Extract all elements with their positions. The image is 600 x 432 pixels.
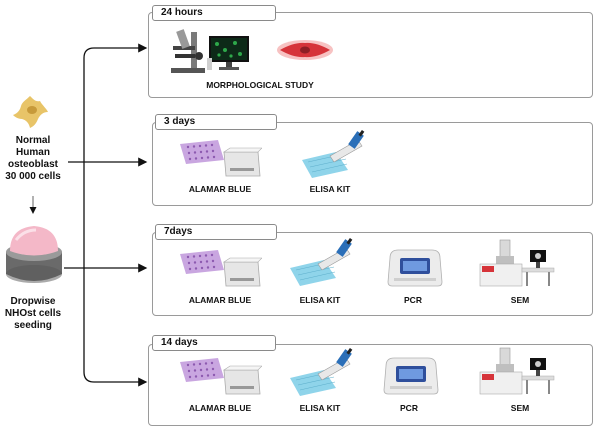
cell-label-line: osteoblast <box>7 159 58 170</box>
pipette-plate-icon <box>290 238 353 286</box>
microscope-icon <box>171 29 205 73</box>
item-label: SEM <box>510 295 530 305</box>
pcr-machine-icon <box>383 357 439 395</box>
seeding-label-line: NHOst cells <box>4 308 62 319</box>
osteoblast-cell-icon <box>13 96 48 128</box>
item-label: PCR <box>404 295 422 305</box>
cell-icon <box>277 40 333 60</box>
monitor-icon <box>207 36 249 70</box>
plate-reader-icon <box>180 140 262 177</box>
time-tag: 24 hours <box>152 5 276 21</box>
item-label: ELISA KIT <box>299 403 341 413</box>
item-label: ALAMAR BLUE <box>188 184 252 194</box>
pipette-plate-icon <box>302 130 365 178</box>
item-label: ELISA KIT <box>309 184 351 194</box>
time-tag: 7days <box>155 224 277 240</box>
item-label: PCR <box>400 403 418 413</box>
plate-reader-icon <box>180 358 262 395</box>
item-label: MORPHOLOGICAL STUDY <box>206 80 314 90</box>
item-label: SEM <box>510 403 530 413</box>
cell-label-line: Human <box>16 147 50 158</box>
pcr-machine-icon <box>387 249 443 287</box>
sem-microscope-icon <box>479 347 555 395</box>
item-label: ALAMAR BLUE <box>188 403 252 413</box>
item-label: ALAMAR BLUE <box>188 295 252 305</box>
plate-reader-icon <box>180 250 262 287</box>
hydrogel-dish-icon <box>6 226 62 283</box>
pipette-plate-icon <box>290 348 353 396</box>
sem-microscope-icon <box>479 239 555 287</box>
cell-label-line: Normal <box>15 135 51 146</box>
cell-description: Normal Human osteoblast 30 000 cells <box>0 135 66 183</box>
item-label: ELISA KIT <box>299 295 341 305</box>
seeding-description: Dropwise NHOst cells seeding <box>0 296 66 332</box>
seeding-label-line: Dropwise <box>10 296 56 307</box>
cell-label-line: 30 000 cells <box>5 171 61 182</box>
seeding-label-line: seeding <box>14 320 52 331</box>
time-tag: 3 days <box>155 114 277 130</box>
time-tag: 14 days <box>152 335 276 351</box>
